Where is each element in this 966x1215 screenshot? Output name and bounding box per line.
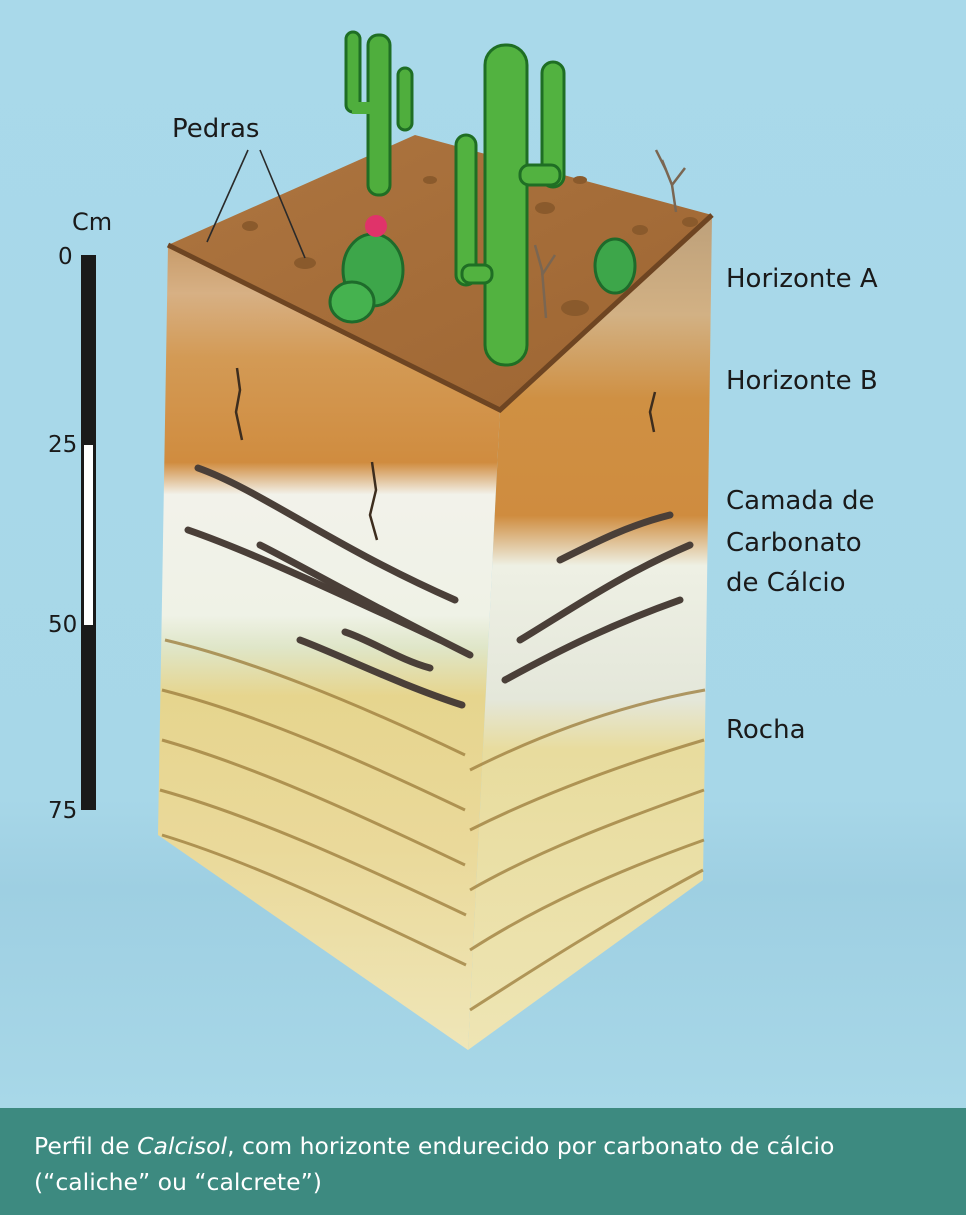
caption-italic-term: Calcisol [137,1132,227,1160]
horizon-b-label: Horizonte B [726,364,878,398]
stones-label: Pedras [172,112,259,146]
caption-band: Perfil de Calcisol, com horizonte endure… [0,1108,966,1215]
caption-text: Perfil de Calcisol, com horizonte endure… [34,1128,944,1200]
cactus-flower [365,215,387,237]
depth-scale-bar [81,255,96,810]
scale-tick-0: 0 [58,244,73,270]
rock-label: Rocha [726,713,806,747]
scale-tick-25: 25 [48,432,77,458]
horizon-a-label: Horizonte A [726,262,878,296]
small-round-cactus [595,239,635,293]
calcium-layer-label-line-3: de Cálcio [726,566,846,600]
calcium-layer-label-line-1: Camada de [726,484,875,518]
caption-prefix: Perfil de [34,1132,137,1160]
scale-unit-label: Cm [72,208,112,236]
scale-tick-75: 75 [48,798,77,824]
scale-tick-50: 50 [48,612,77,638]
calcium-layer-label-line-2: Carbonato [726,526,862,560]
